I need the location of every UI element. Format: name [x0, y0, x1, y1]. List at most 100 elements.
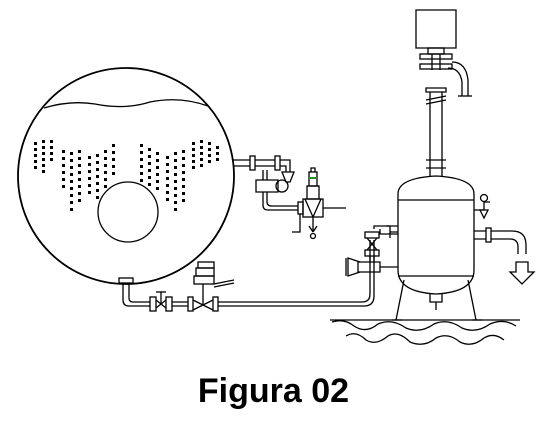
riser-dot — [140, 172, 143, 175]
riser-dot — [104, 185, 107, 188]
control-valve — [192, 261, 235, 312]
riser-dot — [166, 163, 169, 166]
steam-vent-head — [415, 9, 472, 97]
riser-dot — [78, 164, 81, 167]
riser-dot — [182, 199, 185, 202]
riser-dot — [96, 175, 99, 178]
riser-dot — [78, 157, 81, 160]
riser-dot — [182, 185, 185, 188]
riser-dot — [112, 172, 115, 175]
riser-dot — [174, 166, 177, 169]
riser-dot — [174, 187, 177, 190]
riser-dot — [50, 152, 53, 155]
riser-dot — [208, 160, 211, 163]
riser-dot — [208, 154, 211, 157]
riser-dot — [208, 148, 211, 151]
riser-dot — [42, 140, 45, 143]
riser-dot — [112, 165, 115, 168]
riser-dot — [148, 183, 151, 186]
riser-dot — [88, 170, 91, 173]
riser-dot — [174, 173, 177, 176]
riser-dot — [192, 142, 195, 145]
water-level-line — [43, 99, 209, 109]
gauge — [292, 167, 346, 240]
riser-dot — [34, 142, 37, 145]
riser-dot — [166, 191, 169, 194]
blowdown-line — [118, 225, 398, 312]
riser-dot — [62, 164, 65, 167]
riser-dot — [62, 171, 65, 174]
riser-dot — [78, 199, 81, 202]
riser-dot — [78, 171, 81, 174]
riser-dot — [174, 208, 177, 211]
riser-dot — [148, 148, 151, 151]
riser-dot — [88, 191, 91, 194]
riser-dot — [42, 158, 45, 161]
riser-dot — [174, 194, 177, 197]
riser-dot — [62, 178, 65, 181]
riser-dot — [182, 150, 185, 153]
riser-dot — [70, 180, 73, 183]
riser-dot — [192, 160, 195, 163]
riser-dot — [70, 173, 73, 176]
riser-dot — [174, 201, 177, 204]
riser-tube-dots — [34, 140, 219, 211]
riser-dot — [216, 152, 219, 155]
riser-dot — [104, 150, 107, 153]
riser-dot — [34, 154, 37, 157]
riser-dot — [166, 184, 169, 187]
riser-dot — [148, 155, 151, 158]
riser-dot — [88, 184, 91, 187]
riser-dot — [192, 166, 195, 169]
riser-dot — [140, 165, 143, 168]
riser-dot — [200, 140, 203, 143]
riser-dot — [182, 171, 185, 174]
manway-circle — [97, 181, 159, 243]
riser-dot — [78, 178, 81, 181]
riser-dot — [192, 148, 195, 151]
riser-dot — [104, 178, 107, 181]
riser-dot — [42, 146, 45, 149]
riser-dot — [192, 154, 195, 157]
figure-caption: Figura 02 — [197, 372, 350, 410]
riser-dot — [88, 156, 91, 159]
riser-dot — [50, 158, 53, 161]
riser-dot — [78, 192, 81, 195]
riser-dot — [216, 158, 219, 161]
riser-dot — [96, 189, 99, 192]
riser-dot — [174, 180, 177, 183]
riser-dot — [200, 152, 203, 155]
steam-vent — [429, 92, 443, 176]
riser-dot — [104, 171, 107, 174]
riser-dot — [112, 151, 115, 154]
riser-dot — [62, 150, 65, 153]
riser-dot — [208, 142, 211, 145]
riser-dot — [70, 194, 73, 197]
riser-dot — [156, 159, 159, 162]
riser-dot — [34, 148, 37, 151]
riser-dot — [96, 182, 99, 185]
riser-dot — [34, 160, 37, 163]
riser-dot — [70, 166, 73, 169]
steam-drum — [17, 67, 235, 285]
riser-dot — [50, 140, 53, 143]
riser-dot — [42, 170, 45, 173]
riser-dot — [70, 201, 73, 204]
riser-dot — [182, 164, 185, 167]
riser-dot — [140, 158, 143, 161]
riser-dot — [88, 177, 91, 180]
riser-dot — [104, 157, 107, 160]
riser-dot — [148, 162, 151, 165]
riser-dot — [62, 157, 65, 160]
riser-dot — [42, 152, 45, 155]
riser-dot — [174, 159, 177, 162]
riser-dot — [50, 146, 53, 149]
riser-dot — [166, 198, 169, 201]
sample-line — [233, 155, 346, 240]
riser-dot — [156, 166, 159, 169]
riser-dot — [96, 196, 99, 199]
riser-dot — [200, 158, 203, 161]
riser-dot — [140, 179, 143, 182]
flash-tank — [386, 9, 536, 321]
riser-dot — [112, 158, 115, 161]
